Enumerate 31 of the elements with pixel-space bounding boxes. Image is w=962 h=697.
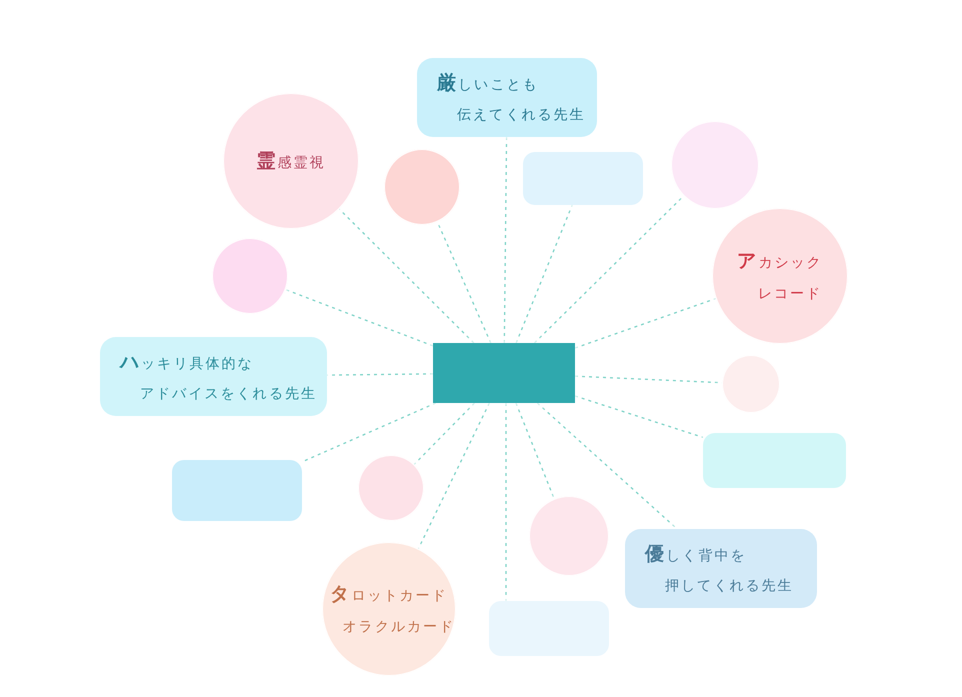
center-box — [433, 343, 575, 403]
dashed-connector — [285, 288, 434, 346]
dashed-connector — [505, 403, 507, 601]
node-text: 伝えてくれる先生 — [456, 106, 586, 126]
node-text: 押してくれる先生 — [664, 577, 794, 596]
dashed-connector — [418, 402, 490, 550]
dashed-connector — [327, 373, 433, 376]
text-card — [417, 58, 597, 137]
text-card — [100, 337, 327, 416]
dashed-connector — [414, 402, 475, 465]
empty-card — [172, 460, 302, 521]
node-text: ハッキリ具体的な — [120, 350, 254, 375]
node-text: レコード — [756, 284, 822, 304]
node-text: アカシック — [737, 249, 823, 274]
node-text: 厳しいことも — [437, 70, 539, 96]
empty-card — [489, 601, 609, 656]
node-text: アドバイスをくれる先生 — [139, 385, 318, 404]
dashed-connector — [504, 137, 508, 343]
dashed-connector — [574, 395, 704, 438]
dashed-connector — [516, 204, 573, 344]
text-card — [625, 529, 817, 608]
empty-card — [703, 433, 846, 488]
dashed-connector — [536, 402, 678, 530]
dashed-connector — [338, 208, 474, 344]
empty-card — [523, 152, 643, 205]
node-text: オラクルカード — [342, 618, 456, 637]
dashed-connector — [534, 195, 684, 344]
node-text: 霊感霊視 — [256, 148, 326, 174]
node-text: 優しく背中を — [645, 542, 747, 567]
dashed-connector — [574, 298, 716, 349]
node-text: タロットカード — [330, 582, 448, 608]
